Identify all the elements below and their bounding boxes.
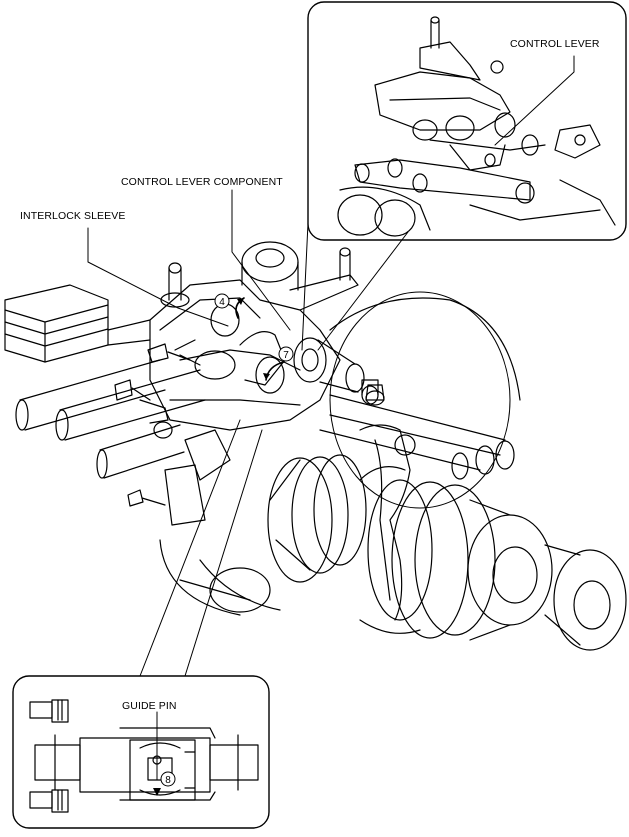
label-control-lever-component: CONTROL LEVER COMPONENT — [121, 176, 283, 188]
label-control-lever: CONTROL LEVER — [510, 38, 600, 50]
shift-fork — [359, 379, 416, 621]
transmission-housing — [329, 291, 627, 651]
leader-lines — [87, 55, 575, 781]
step-8-badge — [160, 771, 176, 787]
inset-guide-pin — [12, 675, 270, 829]
step-7-number: 7 — [283, 350, 289, 361]
label-interlock-sleeve: INTERLOCK SLEEVE — [20, 210, 126, 222]
interlock-block — [4, 284, 151, 363]
gear-stack — [159, 454, 367, 616]
fasteners — [114, 343, 385, 526]
inset-control-lever — [307, 1, 627, 241]
shift-rods — [15, 359, 515, 480]
step-markers — [160, 293, 294, 787]
label-guide-pin: GUIDE PIN — [122, 700, 177, 712]
step-8-number: 8 — [165, 775, 171, 786]
step-4-badge — [214, 293, 230, 309]
step-7-badge — [278, 346, 294, 362]
control-housing — [149, 241, 365, 431]
step-4-number: 4 — [219, 297, 225, 308]
